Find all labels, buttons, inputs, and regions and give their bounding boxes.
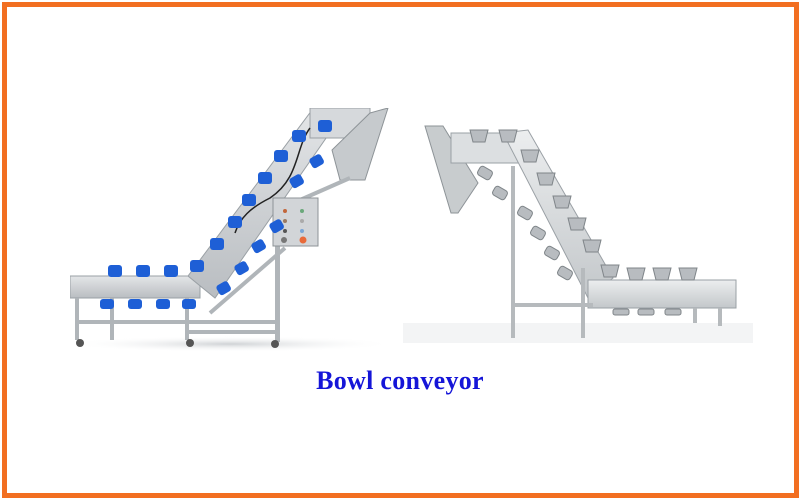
steel-bowl-conveyor-image — [403, 108, 753, 348]
blue-bowl-conveyor-image — [70, 108, 400, 353]
caption-title: Bowl conveyor — [316, 366, 484, 395]
